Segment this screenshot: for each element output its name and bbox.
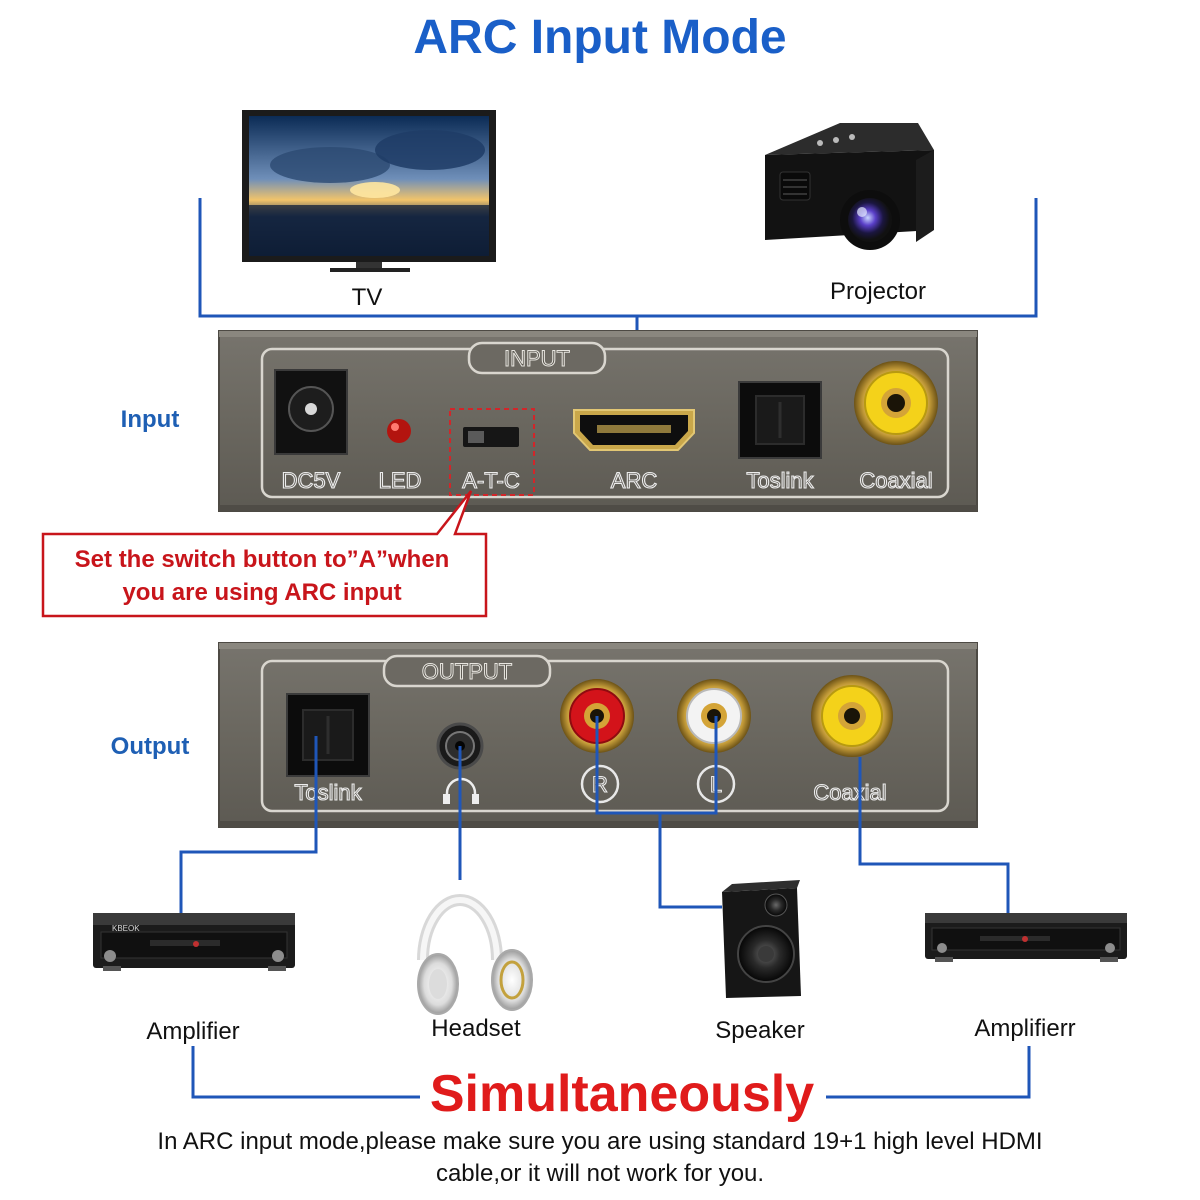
- callout-line-1: Set the switch button to”A”when: [75, 546, 450, 573]
- input-port-label: Toslink: [746, 468, 814, 493]
- speaker-device: [722, 880, 801, 998]
- switch-callout: Set the switch button to”A”when you are …: [41, 490, 488, 618]
- input-port-label: ARC: [611, 468, 658, 493]
- device-label-speaker: Speaker: [715, 1017, 804, 1044]
- arc-hdmi-port: [573, 409, 695, 451]
- input-port-label: Coaxial: [859, 468, 932, 493]
- page-title: ARC Input Mode: [413, 11, 786, 64]
- projector-device: [765, 123, 934, 250]
- output-port-label: Toslink: [294, 780, 362, 805]
- coaxial-output-port: [811, 675, 893, 757]
- toslink-output-port: [286, 693, 370, 777]
- output-side-label: Output: [111, 733, 190, 760]
- input-port-label: DC5V: [282, 468, 341, 493]
- device-label-headset: Headset: [431, 1015, 521, 1042]
- output-wiring: [179, 716, 1031, 1099]
- rca-left-port: [677, 679, 751, 804]
- hdmi-note-line-1: In ARC input mode,please make sure you a…: [157, 1128, 1042, 1155]
- input-panel: INPUT: [218, 330, 978, 512]
- input-panel-header: INPUT: [504, 346, 570, 371]
- input-side-label: Input: [121, 406, 180, 433]
- source-label-tv: TV: [352, 284, 383, 311]
- output-port-label: Coaxial: [813, 780, 886, 805]
- amplifier-brand: KBEOK: [112, 924, 140, 933]
- hdmi-note-line-2: cable,or it will not work for you.: [436, 1160, 764, 1187]
- device-label-amplifier: Amplifier: [146, 1018, 239, 1045]
- dc5v-jack: [274, 369, 348, 455]
- amplifier-right-device: [925, 913, 1127, 962]
- device-label-amplifierr: Amplifierr: [974, 1015, 1075, 1042]
- input-port-label: A-T-C: [462, 468, 520, 493]
- input-port-label: LED: [379, 468, 422, 493]
- coaxial-input-port: [854, 361, 938, 445]
- amplifier-left-device: KBEOK: [93, 913, 295, 971]
- callout-line-2: you are using ARC input: [122, 579, 401, 606]
- toslink-input-port: [738, 381, 822, 459]
- led-indicator: [387, 419, 411, 443]
- output-panel-header: OUTPUT: [422, 659, 512, 684]
- output-port-label: R: [592, 772, 608, 797]
- tv-device: [242, 110, 496, 272]
- headset-device: [417, 894, 533, 1015]
- source-label-projector: Projector: [830, 278, 926, 305]
- atc-switch: [449, 408, 535, 496]
- simultaneously-label: Simultaneously: [430, 1065, 814, 1123]
